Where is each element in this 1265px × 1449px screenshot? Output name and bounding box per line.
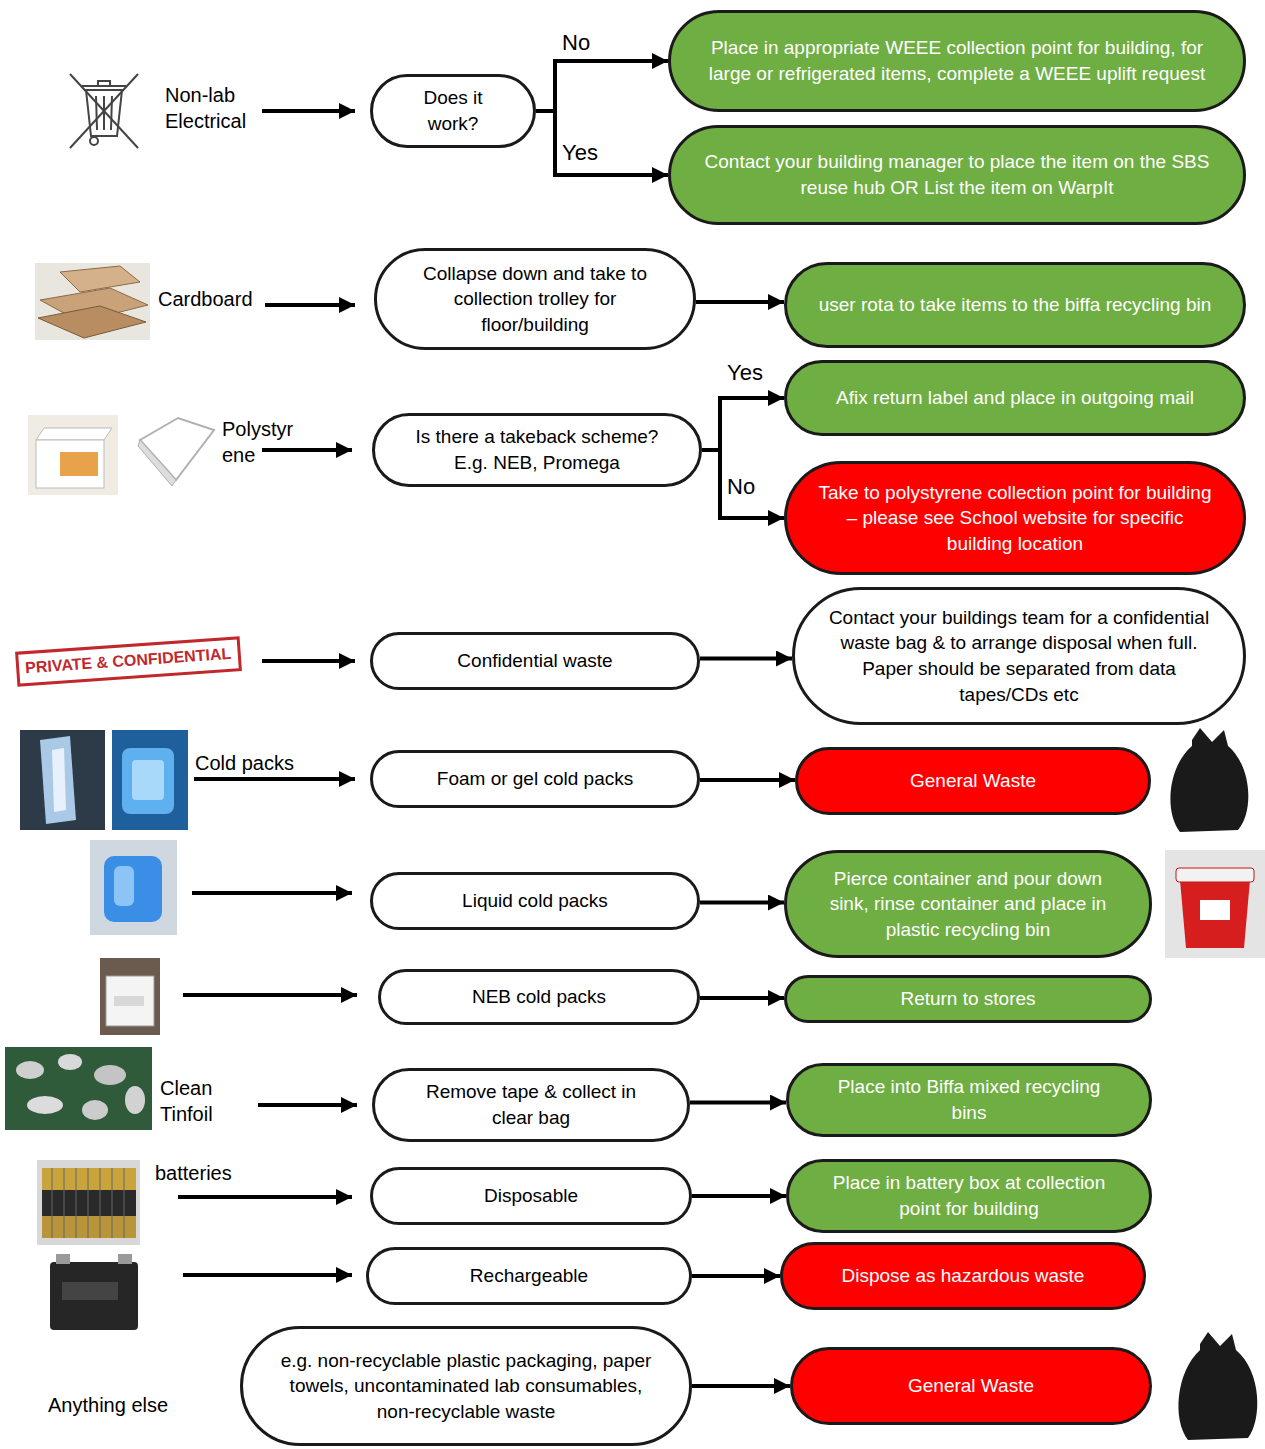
step-text: General Waste [910, 768, 1036, 794]
liquid-cold-pack-photo [90, 840, 177, 935]
item-name: batteries [155, 1160, 265, 1186]
action-box: Place in battery box at collection point… [786, 1159, 1152, 1233]
question-box: Does it work? [370, 74, 536, 148]
branch-label: Yes [560, 140, 600, 165]
item-arrow [178, 111, 357, 1275]
step-text: Contact your buildings team for a confid… [825, 605, 1213, 708]
step-text: Collapse down and take to collection tro… [407, 261, 663, 338]
action-box: user rota to take items to the biffa rec… [784, 262, 1246, 348]
action-box: Place into Biffa mixed recycling bins [786, 1063, 1152, 1137]
question-box: Disposable [370, 1167, 692, 1225]
step-text: Dispose as hazardous waste [842, 1263, 1085, 1289]
rechargeable-battery-photo [50, 1254, 138, 1330]
tinfoil-photo [5, 1047, 152, 1130]
step-text: NEB cold packs [472, 984, 606, 1010]
action-box: Place in appropriate WEEE collection poi… [668, 10, 1246, 112]
warning-box: General Waste [795, 747, 1151, 815]
step-text: Take to polystyrene collection point for… [817, 480, 1213, 557]
flow-arrow [692, 1274, 780, 1278]
item-name: Clean Tinfoil [160, 1075, 230, 1127]
branch-label: Yes [725, 360, 765, 385]
step-text: Is there a takeback scheme? E.g. NEB, Pr… [405, 424, 669, 475]
question-box: Liquid cold packs [370, 872, 700, 930]
flow-arrow [690, 1101, 786, 1105]
item-name: Non-lab Electrical [165, 82, 265, 134]
step-text: e.g. non-recyclable plastic packaging, p… [273, 1348, 659, 1425]
question-box: Contact your buildings team for a confid… [792, 587, 1246, 725]
item-name: Cold packs [195, 750, 315, 776]
cold-pack-photo [20, 730, 188, 830]
step-text: Place in battery box at collection point… [819, 1170, 1119, 1221]
question-box: NEB cold packs [378, 969, 700, 1025]
action-box: Afix return label and place in outgoing … [784, 360, 1246, 436]
confidential-stamp: PRIVATE & CONFIDENTIAL [15, 636, 241, 686]
branch-label: No [560, 30, 592, 55]
question-box: Collapse down and take to collection tro… [374, 248, 696, 350]
branch-label: No [725, 474, 757, 499]
step-text: Contact your building manager to place t… [701, 149, 1213, 200]
cardboard-photo [35, 263, 150, 340]
question-box: Foam or gel cold packs [370, 750, 700, 808]
recycling-bin-photo [1165, 850, 1265, 958]
flow-arrow [536, 61, 668, 111]
flow-arrow [692, 1384, 790, 1388]
warning-box: General Waste [790, 1347, 1152, 1425]
item-name: Cardboard [158, 286, 268, 312]
flow-arrow [692, 1194, 786, 1198]
flow-arrow [700, 778, 795, 782]
question-box: Is there a takeback scheme? E.g. NEB, Pr… [372, 413, 702, 487]
question-box: e.g. non-recyclable plastic packaging, p… [240, 1326, 692, 1446]
warning-box: Take to polystyrene collection point for… [784, 461, 1246, 575]
step-text: Confidential waste [457, 648, 612, 674]
step-text: Foam or gel cold packs [437, 766, 633, 792]
flow-arrow [702, 398, 784, 450]
bin-bag-photo [1170, 728, 1257, 1440]
flow-arrow [696, 300, 784, 304]
action-box: Return to stores [784, 975, 1152, 1023]
flow-arrow [700, 996, 784, 1000]
flow-arrow [536, 111, 668, 175]
question-box: Confidential waste [370, 632, 700, 690]
item-name: Anything else [48, 1392, 208, 1418]
action-box: Contact your building manager to place t… [668, 125, 1246, 225]
weee-bin-symbol [70, 74, 138, 148]
polystyrene-box-photo [28, 415, 214, 495]
step-text: user rota to take items to the biffa rec… [819, 292, 1212, 318]
step-text: Place into Biffa mixed recycling bins [819, 1074, 1119, 1125]
flow-arrow [700, 901, 784, 905]
warning-box: Dispose as hazardous waste [780, 1242, 1146, 1310]
batteries-photo [37, 1160, 140, 1245]
flow-arrow [700, 657, 792, 661]
question-box: Rechargeable [366, 1247, 692, 1305]
step-text: Rechargeable [470, 1263, 588, 1289]
flow-arrow [702, 450, 784, 518]
step-text: Does it work? [403, 85, 503, 136]
step-text: Return to stores [900, 986, 1035, 1012]
step-text: General Waste [908, 1373, 1034, 1399]
step-text: Pierce container and pour down sink, rin… [817, 866, 1119, 943]
step-text: Remove tape & collect in clear bag [405, 1079, 657, 1130]
step-text: Place in appropriate WEEE collection poi… [701, 35, 1213, 86]
neb-cold-pack-photo [100, 958, 160, 1035]
item-name: Polystyrene [222, 416, 300, 468]
question-box: Remove tape & collect in clear bag [372, 1068, 690, 1142]
action-box: Pierce container and pour down sink, rin… [784, 850, 1152, 958]
step-text: Disposable [484, 1183, 578, 1209]
step-text: Afix return label and place in outgoing … [836, 385, 1194, 411]
step-text: Liquid cold packs [462, 888, 608, 914]
